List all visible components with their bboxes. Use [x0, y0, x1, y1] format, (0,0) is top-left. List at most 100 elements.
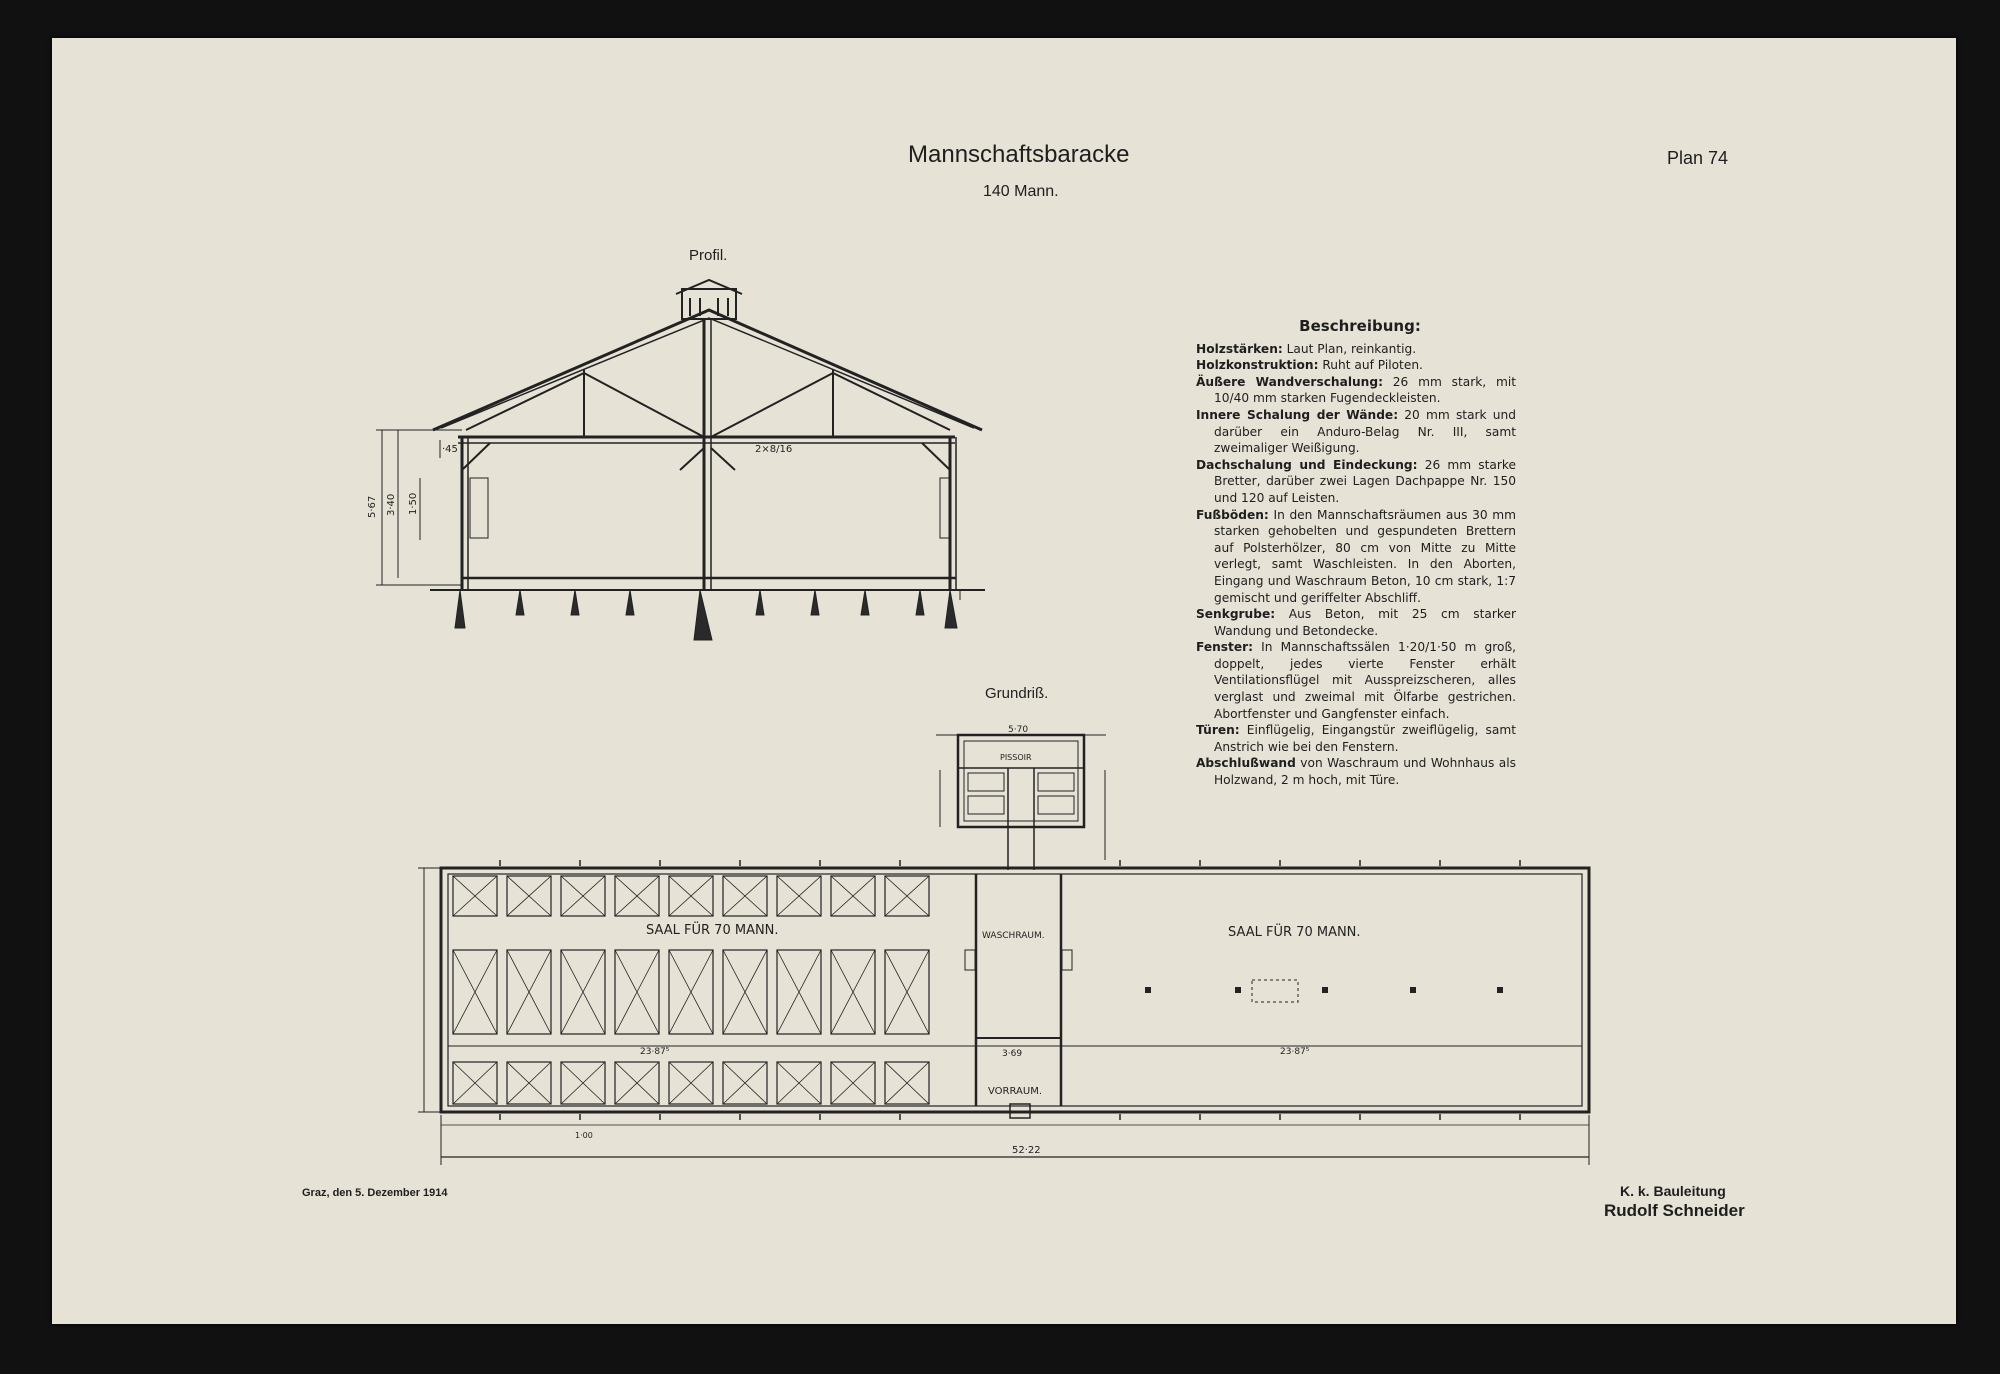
bunk-diagonal: [776, 875, 822, 917]
entry-term: Dachschalung und Eindeckung:: [1196, 457, 1418, 472]
bunk-diagonal: [830, 1061, 876, 1105]
plan-label: Grundriß.: [985, 685, 1049, 702]
stove-outline: [1251, 979, 1299, 1003]
bunk: [614, 1061, 660, 1105]
bunk: [560, 949, 606, 1035]
bunk-diagonal: [560, 875, 606, 917]
bunk: [830, 1061, 876, 1105]
bunk: [560, 875, 606, 917]
hall-left-label: SAAL FÜR 70 MANN.: [646, 921, 779, 938]
bunk-diagonal: [506, 949, 552, 1035]
bunk: [884, 1061, 930, 1105]
hall-right-label: SAAL FÜR 70 MANN.: [1228, 923, 1361, 940]
left-truss-struts: [465, 371, 705, 438]
entry-term: Holzkonstruktion:: [1196, 358, 1319, 373]
bunk-grid: [452, 875, 930, 1105]
bunk-diagonal: [776, 1061, 822, 1105]
bunk-diagonal: [614, 1061, 660, 1105]
latrine-annex: [956, 733, 1086, 829]
description-entry: Innere Schalung der Wände: 20 mm stark u…: [1196, 407, 1516, 457]
entry-text: Ruht auf Piloten.: [1322, 358, 1423, 373]
bunk: [776, 949, 822, 1035]
description-entry: Abschlußwand von Waschraum und Wohnhaus …: [1196, 755, 1516, 788]
description-entry: Türen: Einflügelig, Eingangstür zweiflüg…: [1196, 722, 1516, 755]
description-entry: Fenster: In Mannschaftssälen 1·20/1·50 m…: [1196, 639, 1516, 722]
description-entry: Senkgrube: Aus Beton, mit 25 cm starker …: [1196, 606, 1516, 639]
bunk-diagonal: [884, 875, 930, 917]
issuing-office: K. k. Bauleitung: [1620, 1183, 1726, 1199]
barracks-outline: [439, 866, 1591, 1114]
latrine-width-label: 5·70: [1008, 725, 1028, 735]
bunk-diagonal: [506, 875, 552, 917]
bunk-diagonal: [668, 949, 714, 1035]
bunk: [452, 875, 498, 917]
description-entry: Holzkonstruktion: Ruht auf Piloten.: [1196, 357, 1516, 374]
right-truss-struts: [710, 371, 951, 438]
entry-text: von Waschraum und Wohnhaus als Holzwand,…: [1214, 756, 1517, 788]
bunk-diagonal: [830, 949, 876, 1035]
bunk-diagonal: [614, 875, 660, 917]
bunk-diagonal: [668, 875, 714, 917]
floor-plan-labels: SAAL FÜR 70 MANN. SAAL FÜR 70 MANN. WASC…: [575, 725, 1361, 1156]
bunk-diagonal: [560, 949, 606, 1035]
bunk: [506, 875, 552, 917]
vestibule-label: VORRAUM.: [988, 1086, 1042, 1097]
lantern-cap: [675, 278, 743, 295]
bunk: [452, 1061, 498, 1105]
bunk: [776, 875, 822, 917]
page-subtitle: 140 Mann.: [983, 183, 1059, 200]
latrine-label: PISSOIR: [1000, 753, 1032, 762]
description-heading: Beschreibung:: [1299, 317, 1421, 335]
bunk-diagonal: [884, 1061, 930, 1105]
hall-length-right-label: 23·87⁵: [1280, 1047, 1310, 1057]
bunk: [506, 1061, 552, 1105]
entry-term: Innere Schalung der Wände:: [1196, 407, 1399, 422]
entry-text: Laut Plan, reinkantig.: [1286, 341, 1417, 356]
entrance-door: [1009, 1103, 1031, 1119]
plan-number: Plan 74: [1667, 148, 1729, 168]
cross-section-drawing: [376, 278, 985, 641]
hall-length-left-label: 23·87⁵: [640, 1047, 670, 1057]
bunk: [830, 875, 876, 917]
signatory: Rudolf Schneider: [1604, 1201, 1745, 1220]
entry-text: 26 mm starke Bretter, darüber zwei Lagen…: [1214, 457, 1517, 505]
bunk-diagonal: [776, 949, 822, 1035]
bunk-diagonal: [722, 1061, 768, 1105]
description-block: Beschreibung: Holzstärken: Laut Plan, re…: [1196, 318, 1516, 789]
entry-text: Einflügelig, Eingangstür zweiflügelig, s…: [1214, 723, 1516, 754]
bunk-diagonal: [560, 1061, 606, 1105]
entry-term: Abschlußwand: [1196, 756, 1296, 771]
middle-width-label: 3·69: [1002, 1049, 1022, 1059]
floor-plan-drawing: [418, 733, 1591, 1165]
bunk: [614, 949, 660, 1035]
bunk: [668, 1061, 714, 1105]
entry-term: Türen:: [1196, 723, 1240, 738]
bunk: [722, 1061, 768, 1105]
bunk-diagonal: [830, 875, 876, 917]
height-wall-label: 3·40: [386, 494, 397, 516]
bunk-diagonal: [506, 1061, 552, 1105]
bunk-diagonal: [722, 949, 768, 1035]
foundation-piles: [454, 589, 958, 641]
cross-section-labels: 5·67 3·40 1·50 ·45 2×8/16: [367, 444, 792, 518]
bunk: [560, 1061, 606, 1105]
entry-text: In den Mannschaftsräumen aus 30 mm stark…: [1214, 507, 1516, 605]
bunk-diagonal: [668, 1061, 714, 1105]
roof-outline: [432, 308, 983, 432]
bunk-diagonal: [452, 949, 498, 1035]
bunk-diagonal: [722, 875, 768, 917]
drawing-sheet: [52, 38, 1956, 1324]
entry-term: Fenster:: [1196, 640, 1254, 655]
entry-text: 20 mm stark und darüber ein Anduro-Belag…: [1214, 407, 1516, 456]
place-and-date: Graz, den 5. Dezember 1914: [302, 1187, 448, 1199]
bunk-diagonal: [614, 949, 660, 1035]
total-length-label: 52·22: [1012, 1145, 1041, 1156]
spacing-label: 1·00: [575, 1131, 593, 1140]
section-label: Profil.: [689, 247, 728, 264]
entry-term: Äußere Wandverschalung:: [1196, 374, 1383, 389]
bunk: [722, 875, 768, 917]
bunk: [830, 949, 876, 1035]
bunk: [614, 875, 660, 917]
bunk-diagonal: [452, 1061, 498, 1105]
